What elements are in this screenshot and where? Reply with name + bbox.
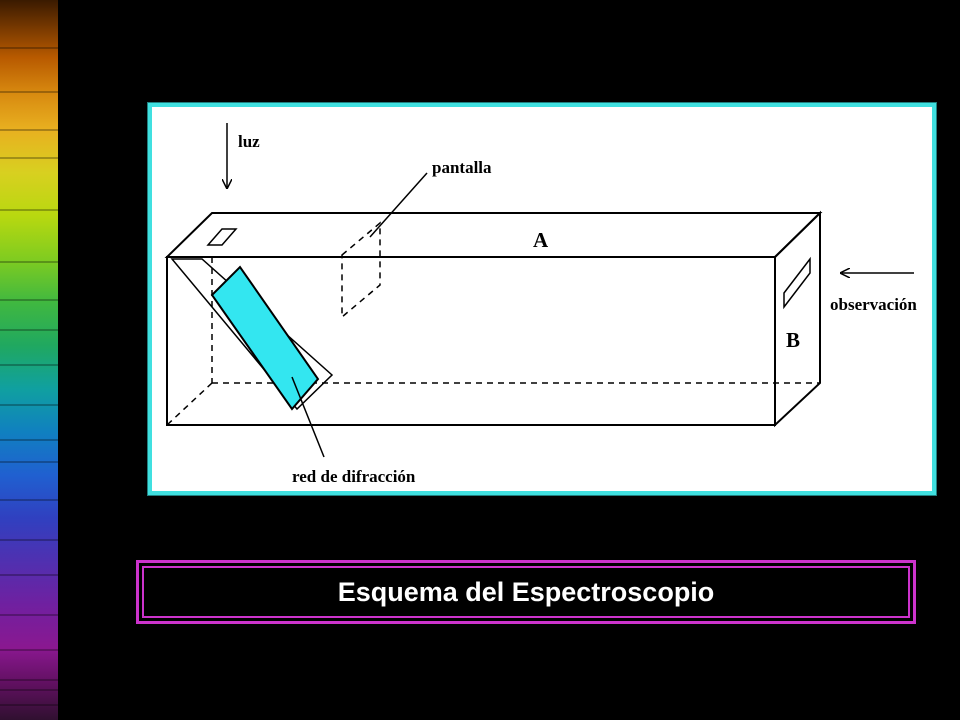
label-screen: pantalla xyxy=(432,158,492,177)
label-observation: observación xyxy=(830,295,917,314)
grating-holder xyxy=(170,258,334,411)
label-face-a: A xyxy=(533,228,549,252)
caption-inner-border: Esquema del Espectroscopio xyxy=(142,566,910,618)
label-grating: red de difracción xyxy=(292,467,416,486)
caption-box: Esquema del Espectroscopio xyxy=(136,560,916,624)
entrance-slit xyxy=(206,228,238,246)
leader-lines xyxy=(291,172,428,458)
spectroscope-diagram: luz pantalla A B observación red de difr… xyxy=(164,123,917,486)
spectrum-lines xyxy=(0,47,58,706)
box-top-face xyxy=(164,212,823,258)
observation-slit xyxy=(783,256,811,310)
box-end-face xyxy=(774,210,821,428)
screen-panel xyxy=(341,221,381,319)
label-light: luz xyxy=(238,132,260,151)
slide-caption: Esquema del Espectroscopio xyxy=(337,576,715,607)
spectrum-bar xyxy=(0,0,58,720)
label-face-b: B xyxy=(786,328,800,352)
diffraction-grating xyxy=(210,265,320,411)
diagram-frame: luz pantalla A B observación red de difr… xyxy=(147,102,937,496)
